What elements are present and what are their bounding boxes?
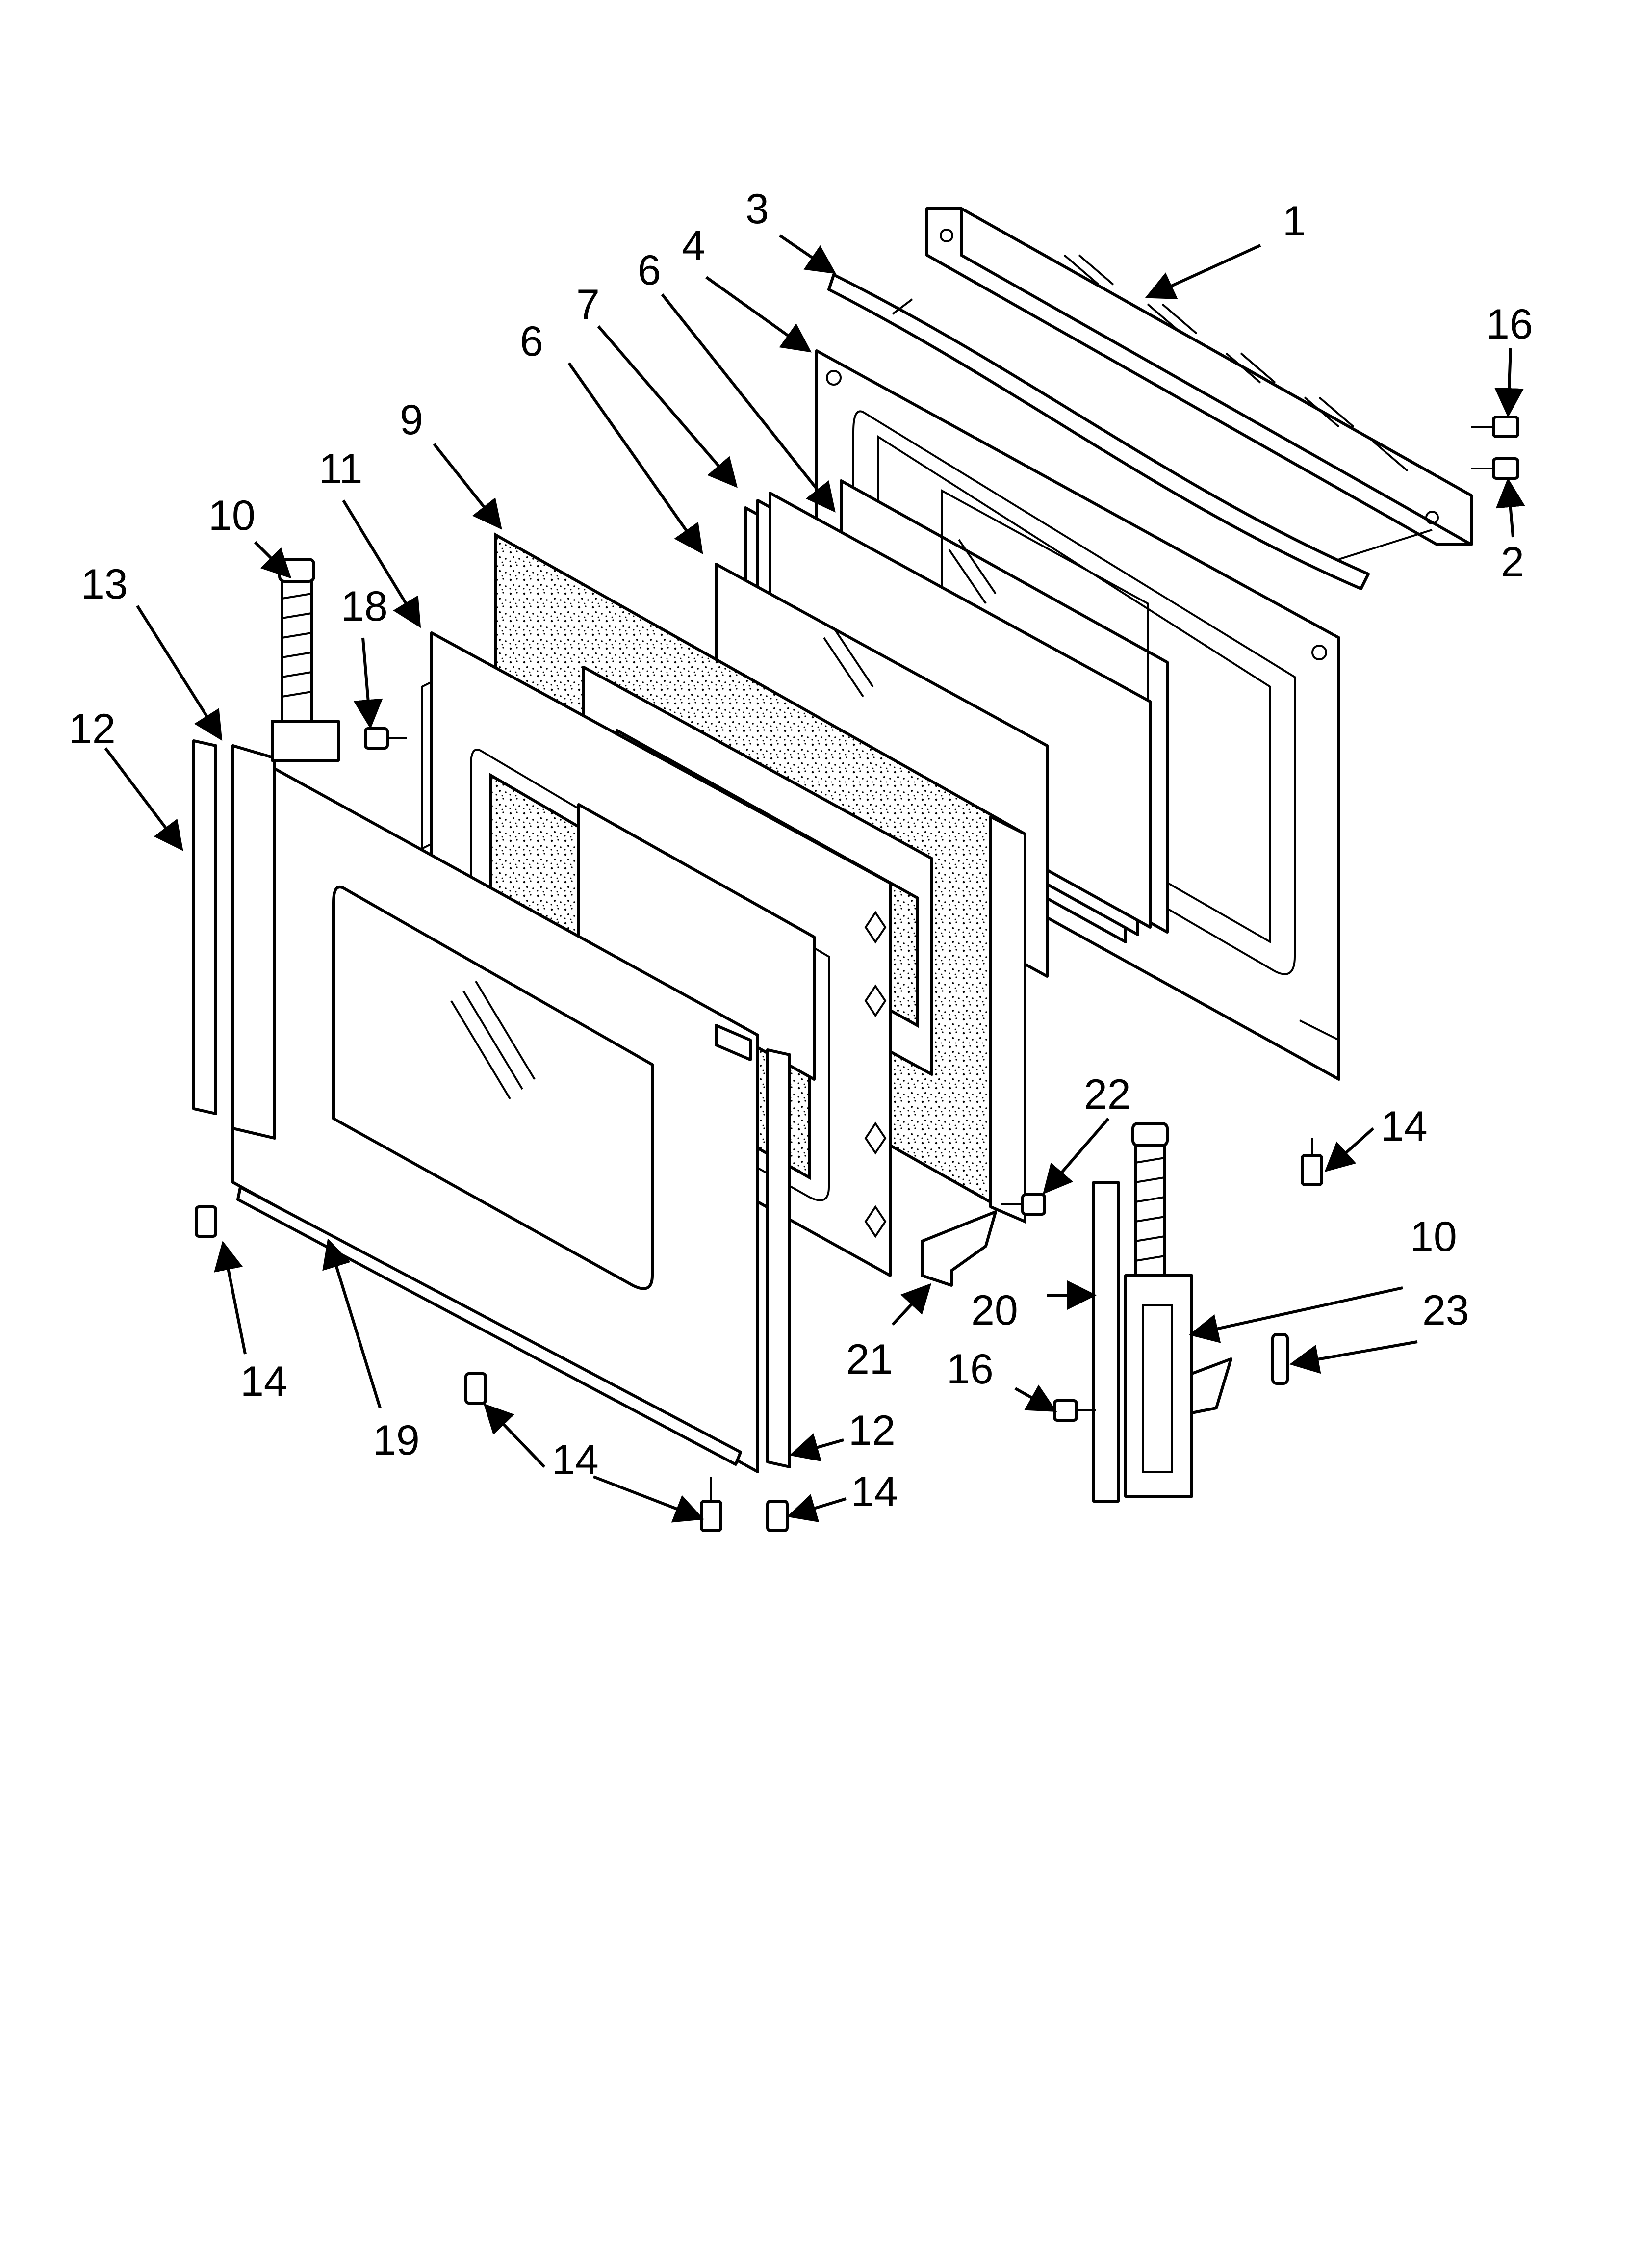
callout-16-top: 16 (1486, 301, 1533, 348)
callout-2: 2 (1501, 539, 1524, 586)
callout-14-bottom: 14 (851, 1468, 898, 1515)
callout-labels: 1 2 3 4 6 7 6 9 11 10 18 13 12 16 14 22 … (69, 185, 1533, 1515)
callout-3: 3 (745, 185, 769, 233)
side-trim-part-12-right (766, 1048, 791, 1468)
bracket-part-21 (921, 1210, 997, 1287)
callout-10-left: 10 (208, 492, 256, 539)
screw-part-22 (1001, 1193, 1046, 1216)
callout-14-left: 14 (240, 1358, 287, 1405)
hinge-receiver-part-20 (1092, 1181, 1120, 1503)
screw-part-16-top (1471, 416, 1519, 438)
callout-11: 11 (319, 445, 362, 493)
callout-1: 1 (1283, 198, 1306, 245)
screw-part-2 (1471, 457, 1519, 480)
callout-12-left: 12 (69, 705, 116, 753)
screw-part-14-center (464, 1372, 487, 1405)
callout-19: 19 (373, 1417, 420, 1464)
hinge-part-10-left (271, 558, 340, 762)
leader-lines (104, 234, 1525, 1523)
screw-part-16-bottom (1053, 1399, 1096, 1422)
side-trim-part-12-left (192, 739, 217, 1115)
callout-20: 20 (971, 1287, 1018, 1334)
hinge-part-10-right (1124, 1122, 1232, 1498)
callout-16-bottom: 16 (947, 1346, 994, 1393)
callout-21: 21 (846, 1336, 893, 1383)
screw-part-18 (364, 727, 407, 750)
screw-part-14-right (1301, 1138, 1323, 1186)
callout-6-rear: 6 (638, 247, 661, 294)
clip-part-23 (1271, 1333, 1289, 1385)
callout-18: 18 (341, 583, 388, 630)
callout-13: 13 (81, 561, 128, 608)
callout-14-right: 14 (1381, 1103, 1428, 1150)
screw-part-14-left (195, 1205, 217, 1238)
outer-door-part-13 (231, 744, 759, 1473)
callout-7: 7 (576, 281, 600, 328)
screw-part-14-bottom-b (766, 1500, 789, 1532)
callout-14-center: 14 (552, 1436, 599, 1484)
callout-10-right: 10 (1410, 1213, 1457, 1260)
callout-22: 22 (1084, 1071, 1131, 1118)
callout-4: 4 (682, 222, 705, 269)
callout-23: 23 (1422, 1287, 1469, 1334)
door-handle-part-3 (827, 273, 1433, 590)
callout-9: 9 (400, 396, 423, 443)
screw-part-14-bottom-a (700, 1477, 722, 1532)
callout-6-front: 6 (520, 318, 543, 365)
bottom-trim-part-19 (236, 1186, 742, 1466)
callout-12-right: 12 (848, 1407, 896, 1454)
vent-trim-part-1 (925, 207, 1473, 546)
